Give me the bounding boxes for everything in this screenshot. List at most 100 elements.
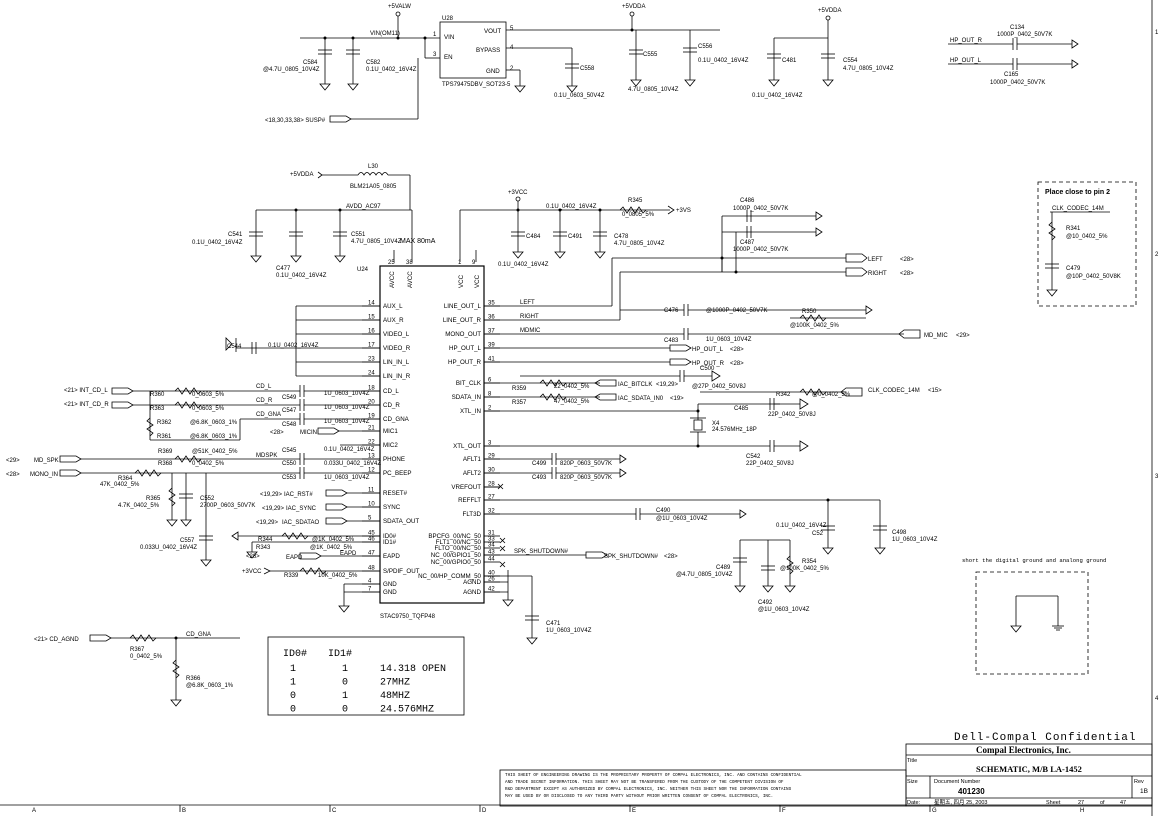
border-col-g: G bbox=[932, 808, 937, 814]
md-spk-net: MD_SPK bbox=[34, 458, 59, 464]
border-row-1: 1 bbox=[1155, 30, 1159, 36]
c477-val: 0.1U_0402_16V4Z bbox=[276, 273, 327, 279]
id-table-cell: 0 bbox=[290, 691, 296, 702]
u24-right-pin-name: NC_00/HP_COMM_50 bbox=[418, 573, 481, 580]
title-block: Dell-Compal Confidential Compal Electron… bbox=[499, 732, 1153, 807]
border-row-4: 4 bbox=[1155, 696, 1159, 702]
u24-right-pin-num: 27 bbox=[488, 495, 495, 501]
border-col-f: F bbox=[782, 808, 786, 814]
vcc-decoupling: +3VCC R345 0_0805_5% +3VS 0.1U_0402_16V4… bbox=[459, 190, 823, 272]
left-out-net: LEFT bbox=[868, 257, 883, 263]
spk-shutdown-ref: <28> bbox=[664, 554, 678, 560]
c553-val: 1U_0603_10V4Z bbox=[324, 475, 370, 481]
u24-left-pin-num: 16 bbox=[368, 329, 375, 335]
u24-right-pin-name: HP_OUT_R bbox=[448, 359, 482, 366]
u24-right-pins: 35LINE_OUT_L36LINE_OUT_R37MONO_OUT39HP_O… bbox=[418, 301, 500, 596]
c550-val: 0.033U_0402_16V4Z bbox=[324, 461, 381, 467]
title-label: Title bbox=[907, 758, 917, 764]
u24-left-pin-name: CD_GNA bbox=[383, 416, 410, 423]
vcc-net: +3VCC bbox=[508, 190, 528, 196]
r360-val: 0_0603_5% bbox=[192, 392, 225, 398]
u24-left-pin-name: EAPD bbox=[383, 553, 400, 560]
u24-right-pin-num: 44 bbox=[488, 557, 495, 563]
vin-label: VIN(OM11) bbox=[370, 31, 400, 37]
u28-pin1: 1 bbox=[433, 32, 437, 38]
c490-val: @1U_0603_10V4Z bbox=[656, 516, 708, 522]
c554-ref: C554 bbox=[843, 58, 858, 64]
c582-val: 0.1U_0402_16V4Z bbox=[366, 67, 417, 73]
border-col-a: A bbox=[32, 808, 36, 814]
u24-right-pin-num: 34 bbox=[488, 543, 495, 549]
u24-right-pin-num: 41 bbox=[488, 357, 495, 363]
u24-right-pin-num: 26 bbox=[488, 577, 495, 583]
border-col-c: C bbox=[332, 808, 337, 814]
size-label: Size bbox=[907, 779, 918, 785]
r363-val: 0_0603_5% bbox=[192, 406, 225, 412]
r339-val: 10K_0402_5% bbox=[318, 573, 358, 579]
u24-left-pin-name: PC_BEEP bbox=[383, 470, 412, 477]
total-value: 47 bbox=[1120, 800, 1126, 806]
u24-left-pin-num: 47 bbox=[368, 551, 375, 557]
u24-top-num-38: 38 bbox=[406, 260, 413, 266]
c558-val: 0.1U_0603_50V4Z bbox=[554, 93, 605, 99]
c489-ref: C489 bbox=[716, 565, 731, 571]
r343-val: @1K_0402_5% bbox=[310, 545, 353, 551]
c492-val: @1U_0603_10V4Z bbox=[758, 607, 810, 613]
u24-left-pin-num: 48 bbox=[368, 566, 375, 572]
u24-left-pin-num: 5 bbox=[368, 516, 372, 522]
md-spk-ref: <29> bbox=[6, 458, 20, 464]
u24-top-num-25: 25 bbox=[388, 260, 395, 266]
id-table-header-0: ID0# bbox=[283, 649, 307, 660]
c551-ref: C551 bbox=[351, 232, 366, 238]
r343-ref: R343 bbox=[256, 545, 271, 551]
c485-val: 22P_0402_50V8J bbox=[768, 412, 816, 418]
md-mic-net: MD_MIC bbox=[924, 333, 948, 339]
u24-right-pin-name: NC_00/GPIO0_50 bbox=[431, 559, 482, 566]
u24-top-num-1: 1 bbox=[458, 260, 462, 266]
hp-out-caps: HP_OUT_R C134 1000P_0402_50V7K HP_OUT_L … bbox=[948, 25, 1079, 86]
u24-left-pin-name: MIC2 bbox=[383, 442, 398, 449]
u24-left-pin-name: LIN_IN_L bbox=[383, 359, 410, 366]
u24-ref: U24 bbox=[357, 267, 369, 273]
right-nets: LEFT RIGHT LEFT <28> RIGHT <28> C476 @10… bbox=[484, 253, 970, 645]
x4-val: 24.576MHz_18P bbox=[712, 427, 757, 433]
iac-rst-ref: <19,29> bbox=[260, 492, 283, 498]
u24-left-pin-name: SDATA_OUT bbox=[383, 518, 419, 525]
u24-right-pin-name: REFFLT bbox=[458, 497, 481, 504]
int-cd-l-net: <21> INT_CD_L bbox=[64, 388, 108, 394]
ground-note: short the digital ground and analong gro… bbox=[962, 557, 1106, 675]
c584-ref: C584 bbox=[303, 60, 318, 66]
u28-pin-en: EN bbox=[444, 54, 453, 61]
id-table-cell: 1 bbox=[290, 678, 296, 689]
c548-val: 1U_0603_10V4Z bbox=[324, 419, 370, 425]
r357-val: 47_0402_5% bbox=[554, 399, 590, 405]
regulator-u28: U28 TPS79475DBV_SOT23-5 VIN EN VOUT BYPA… bbox=[263, 4, 894, 124]
ground-note-text: short the digital ground and analong gro… bbox=[962, 557, 1106, 564]
r362-ref: R362 bbox=[157, 420, 172, 426]
border-col-h: H bbox=[1080, 808, 1084, 814]
u28-pin3: 3 bbox=[433, 52, 437, 58]
filter-net-in: +5VDDA bbox=[290, 172, 314, 178]
c542-val: 22P_0402_50V8J bbox=[746, 461, 794, 467]
id-table-cell: 14.318 OPEN bbox=[380, 664, 446, 675]
c476-ref: C476 bbox=[664, 308, 679, 314]
u24-left-pin-num: 4 bbox=[368, 579, 372, 585]
border-row-3: 3 bbox=[1155, 474, 1159, 480]
c478-ref: C478 bbox=[614, 234, 629, 240]
c478-val: 4.7U_0805_10V4Z bbox=[614, 241, 665, 247]
c555-ref: C555 bbox=[643, 52, 658, 58]
r359-val: 22_0402_5% bbox=[554, 384, 590, 390]
c500-val: @27P_0402_50V8J bbox=[692, 384, 746, 390]
c477-ref: C477 bbox=[276, 266, 291, 272]
u24-right-pin-num: 8 bbox=[488, 392, 492, 398]
clk-codec-net: CLK_CODEC_14M bbox=[868, 388, 920, 394]
notice-line-1: THIS SHEET OF ENGINEERING DRAWING IS THE… bbox=[505, 773, 802, 778]
u24-right-pin-num: 32 bbox=[488, 509, 495, 515]
vcc3-net: +3VCC bbox=[242, 569, 262, 575]
u24-left-pin-num: 15 bbox=[368, 315, 375, 321]
c498-ref: C498 bbox=[892, 530, 907, 536]
r365-val: 4.7K_0402_5% bbox=[118, 503, 160, 509]
